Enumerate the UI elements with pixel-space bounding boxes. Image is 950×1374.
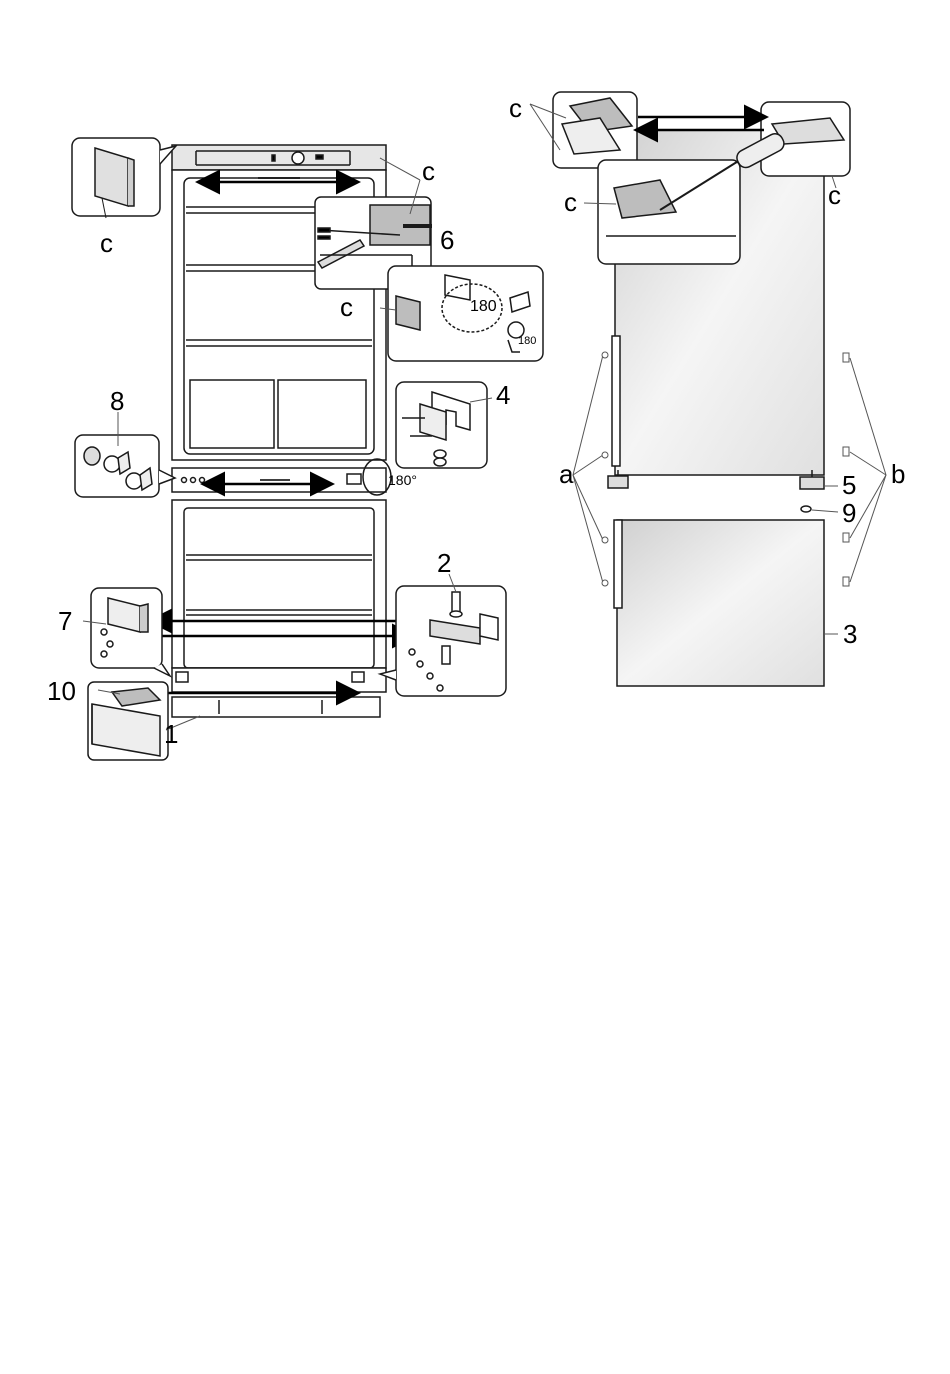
freezer-door (617, 520, 824, 686)
label-2: 2 (437, 548, 451, 578)
right-arrows (638, 117, 764, 130)
label-9: 9 (842, 498, 856, 528)
label-a: a (559, 459, 574, 489)
label-c-top-right-cap: c (509, 93, 522, 123)
label-c-top-panel: c (422, 156, 435, 186)
label-b: b (891, 459, 905, 489)
label-5: 5 (842, 470, 856, 500)
label-4: 4 (496, 380, 510, 410)
callout-plugs-8 (75, 435, 175, 497)
label-180-hinge-small: 180 (518, 335, 536, 347)
callout-door-cap-c (553, 92, 637, 168)
label-7: 7 (58, 606, 72, 636)
freezer-compartment (172, 500, 386, 668)
callout-cover-c-top-left (72, 138, 176, 218)
callout-cover-10 (88, 682, 168, 760)
label-180-middle: 180° (388, 472, 417, 488)
label-180-hinge: 180 (470, 298, 497, 315)
label-3: 3 (843, 619, 857, 649)
label-c-hinge: c (340, 292, 353, 322)
label-1: 1 (164, 719, 178, 749)
screws-a (573, 352, 608, 586)
label-c-right-cap: c (828, 180, 841, 210)
label-c-top-left: c (100, 228, 113, 258)
label-c-screwdriver: c (564, 187, 577, 217)
top-control-panel (172, 145, 386, 170)
bottom-kickplate (172, 697, 380, 717)
label-8: 8 (110, 386, 124, 416)
callout-bracket-7 (91, 588, 170, 676)
callout-bottom-hinge-2 (380, 586, 506, 696)
label-6: 6 (440, 225, 454, 255)
label-10: 10 (47, 676, 76, 706)
